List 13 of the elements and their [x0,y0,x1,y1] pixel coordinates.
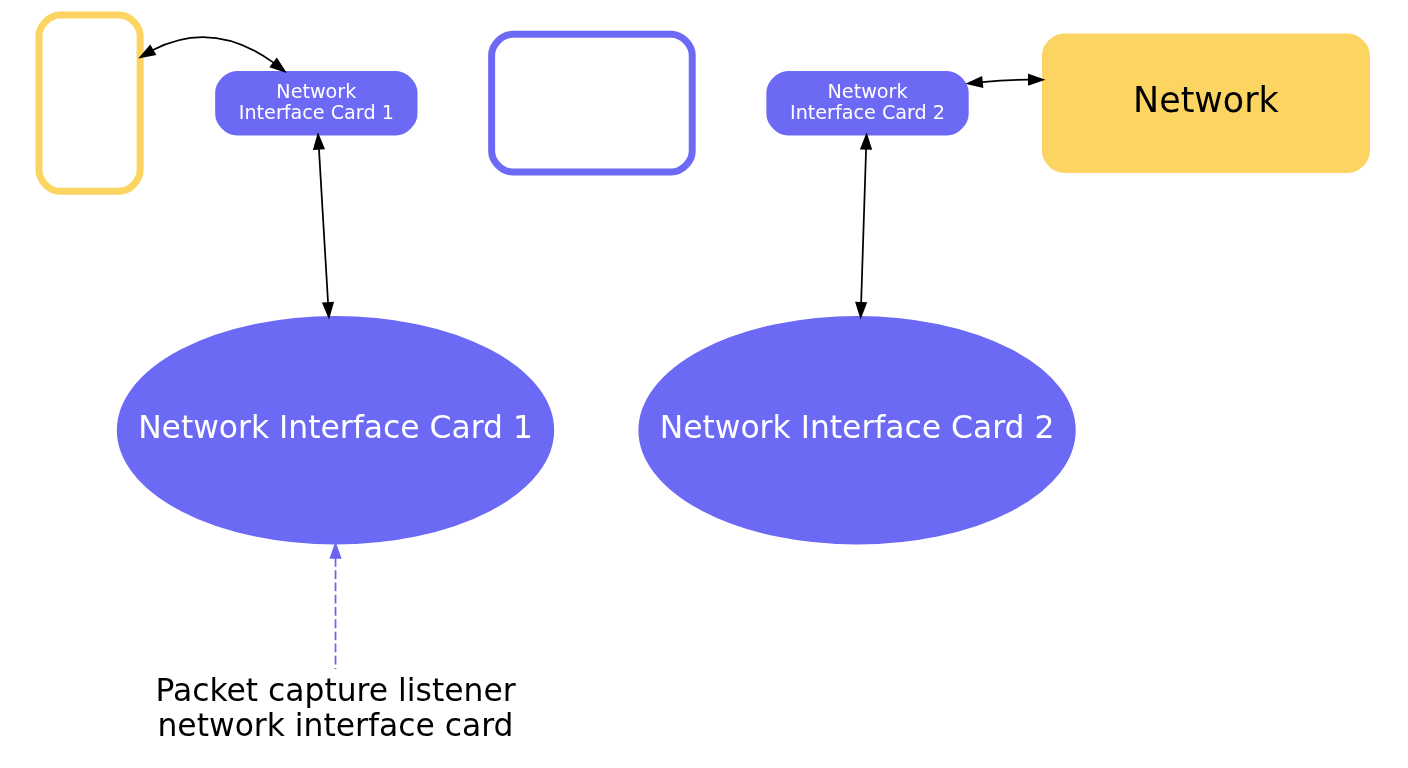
node-box [35,11,144,195]
node-box: Network [1041,33,1370,173]
node-ellipse: Network Interface Card 1 [116,315,555,545]
node-ellipse: Network Interface Card 2 [638,315,1076,545]
node-box: Network Interface Card 1 [215,70,418,136]
node-box [488,30,696,176]
node-box: Network Interface Card 2 [766,70,969,136]
arrow [138,36,287,74]
arrow [965,73,1046,89]
arrow [855,132,873,320]
arrow [312,132,335,320]
arrow [329,541,342,670]
node-text: Packet capture listener network interface card [155,672,516,744]
